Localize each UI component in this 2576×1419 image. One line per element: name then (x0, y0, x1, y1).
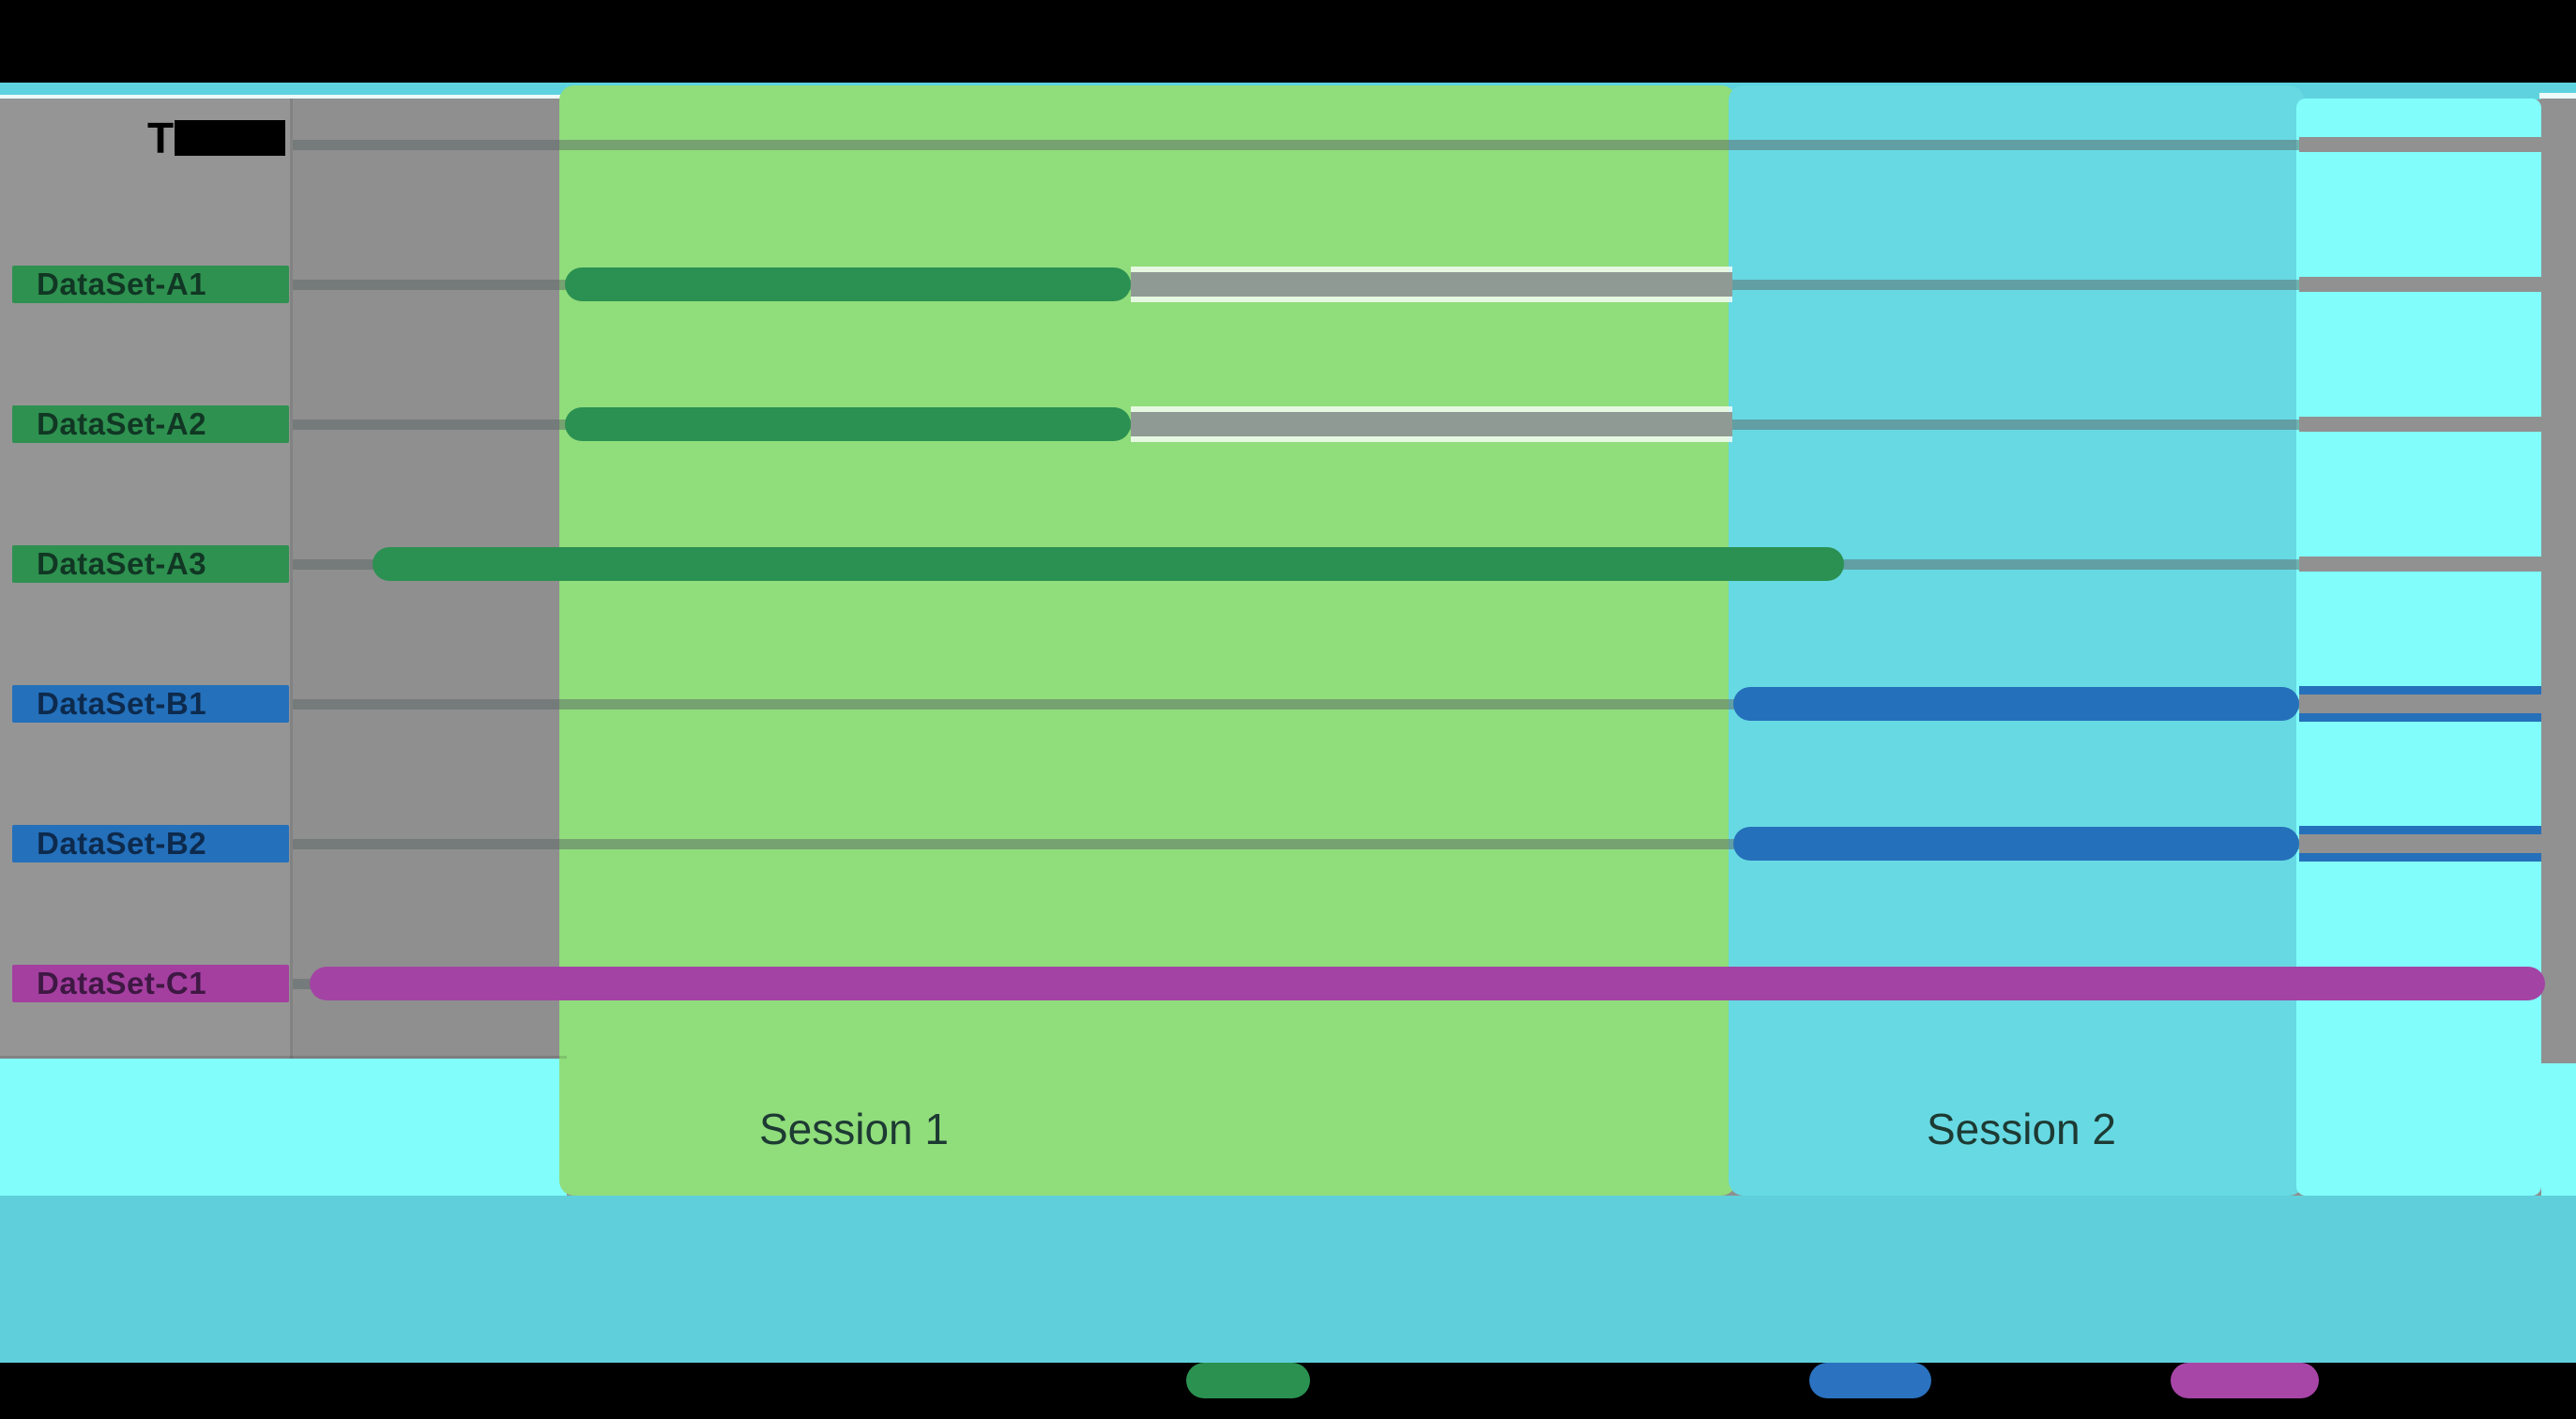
bottom-redaction-bar (0, 1363, 2576, 1419)
x-axis-line (0, 1056, 567, 1059)
bottom-cyan-strip (0, 1196, 2576, 1363)
axis-label-area (0, 99, 293, 1059)
plot-background-right (2541, 99, 2576, 1063)
session-1-band (559, 85, 1736, 1196)
remainder-aqua-column (2296, 99, 2541, 1196)
chart-title: T (147, 114, 286, 162)
session-2-band (1729, 85, 2304, 1196)
bottom-left-aqua-panel (0, 1059, 567, 1196)
top-redaction-bar (0, 0, 2576, 83)
title-redaction-box (175, 120, 286, 156)
plot-background-left (293, 99, 567, 1059)
chart-title-visible-text: T (147, 114, 175, 162)
bottom-right-aqua-panel (2541, 1063, 2576, 1196)
section-label-session-2: Session 2 (1926, 1105, 2116, 1153)
y-axis-line (290, 99, 293, 1059)
section-label-session-1: Session 1 (758, 1105, 949, 1153)
plot-top-border-left (0, 95, 567, 100)
plot-top-border-right (2539, 93, 2576, 99)
